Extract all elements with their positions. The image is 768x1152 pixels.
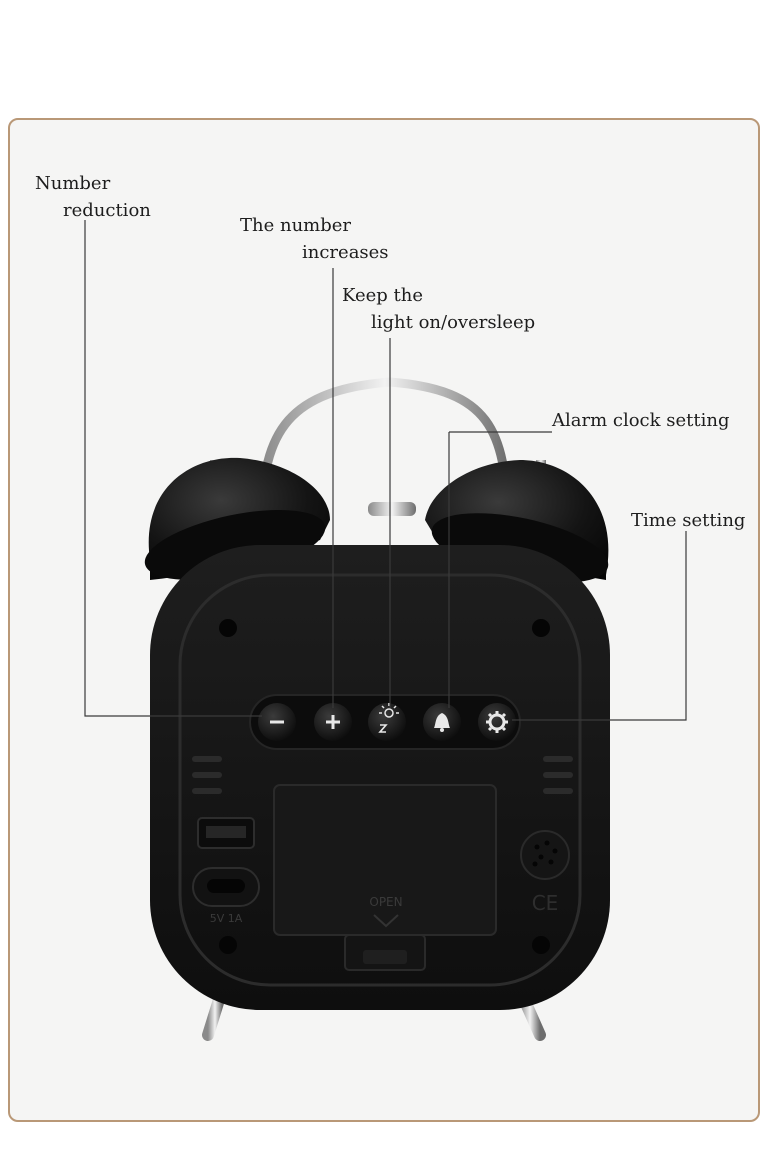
hammer — [368, 502, 416, 516]
label-keep-light-on: Keep the light on/oversleep — [342, 285, 536, 333]
light-snooze-button[interactable] — [368, 703, 406, 741]
alarm-bell-button[interactable] — [423, 703, 461, 741]
minus-button[interactable] — [258, 703, 296, 741]
label-number-increases: The number increases — [240, 215, 389, 263]
clock-body — [150, 545, 610, 1010]
ce-mark: CE — [532, 891, 559, 915]
settings-button[interactable] — [478, 703, 516, 741]
plus-button[interactable] — [314, 703, 352, 741]
power-rating: 5V 1A — [210, 912, 243, 925]
gear-icon — [486, 711, 508, 733]
bell-icon — [434, 713, 450, 728]
speaker-grille — [520, 830, 570, 880]
label-time-setting: Time setting — [631, 510, 746, 531]
leader-lines — [84, 220, 687, 721]
label-number-reduction: Number reduction — [35, 173, 151, 221]
battery-cover — [273, 784, 497, 936]
label-alarm-clock-setting: Alarm clock setting — [552, 410, 730, 431]
open-mark: OPEN — [369, 895, 402, 909]
